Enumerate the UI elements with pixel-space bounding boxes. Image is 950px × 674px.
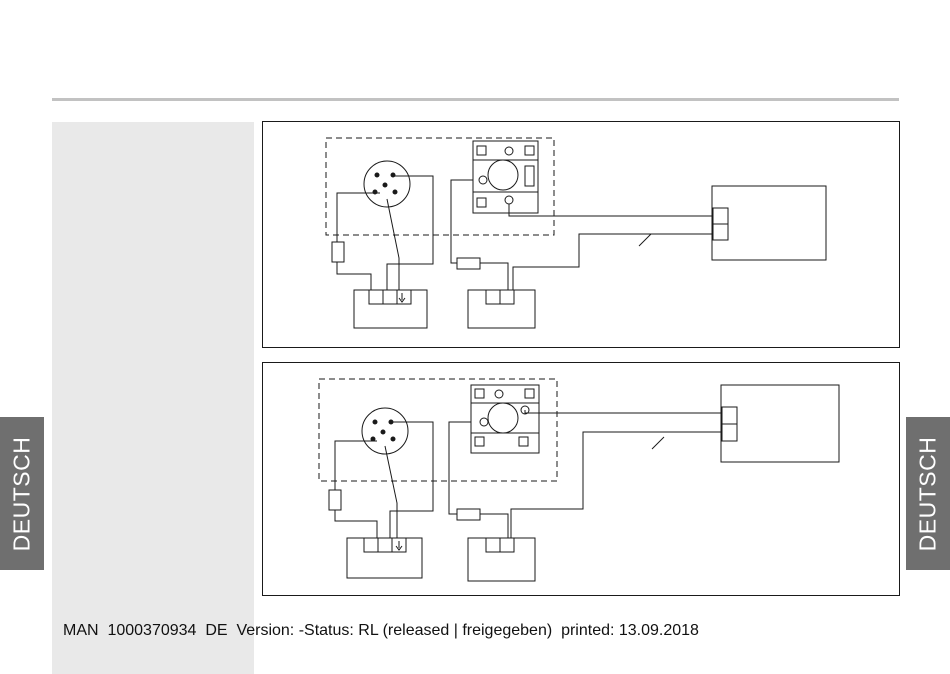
fuse-icon [457, 509, 480, 520]
fuse-icon [457, 258, 480, 269]
document-footer: MAN 1000370934 DE Version: -Status: RL (… [63, 622, 699, 640]
language-tab-label: DEUTSCH [9, 436, 36, 551]
power-supply-block [347, 538, 422, 578]
terminal-block-icon [473, 141, 538, 213]
left-margin-panel [52, 122, 254, 674]
wiring-diagram-1 [262, 121, 900, 348]
sensor-housing-outline [326, 138, 554, 235]
controller-block [468, 290, 535, 328]
receiver-device-block [721, 385, 839, 462]
document-version-status: Version: -Status: RL (released | freigeg… [236, 622, 699, 639]
resistor-icon [332, 242, 344, 262]
language-tab-label: DEUTSCH [915, 436, 942, 551]
power-supply-block [354, 290, 427, 328]
header-rule [52, 98, 899, 101]
controller-block [468, 538, 535, 581]
terminal-block-icon [471, 385, 539, 453]
resistor-icon [329, 490, 341, 510]
language-tab-left: DEUTSCH [0, 417, 44, 570]
document-id: MAN 1000370934 DE [63, 622, 228, 639]
wiring-diagram-2 [262, 362, 900, 596]
language-tab-right: DEUTSCH [906, 417, 950, 570]
sensor-housing-outline [319, 379, 557, 481]
receiver-device-block [712, 186, 826, 260]
